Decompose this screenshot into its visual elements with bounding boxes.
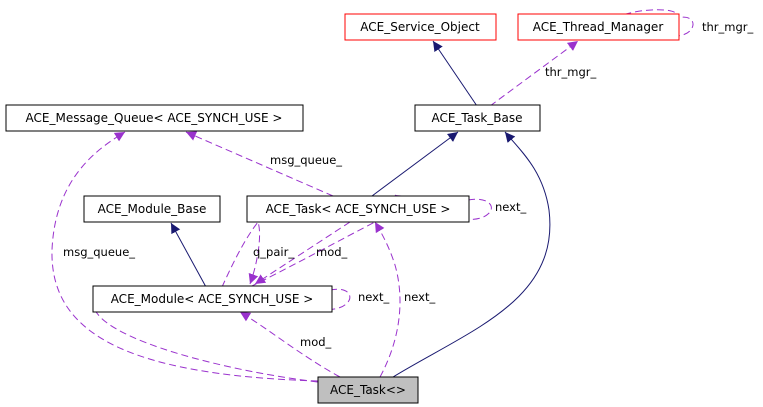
node-message-queue-label: ACE_Message_Queue< ACE_SYNCH_USE > (26, 111, 283, 125)
node-task-synch[interactable]: ACE_Task< ACE_SYNCH_USE > (246, 195, 470, 223)
edge-qpair (221, 220, 261, 288)
label-next-tasksynch: next_ (495, 200, 526, 214)
edge-mod-taskroot (239, 311, 341, 378)
edge-thrmgr-taskbase (489, 40, 579, 107)
label-thrmgr-taskbase: thr_mgr_ (545, 65, 597, 79)
label-msgqueue-root: msg_queue_ (63, 245, 135, 259)
node-service-object-label: ACE_Service_Object (360, 20, 480, 34)
label-thrmgr-self: thr_mgr_ (702, 20, 754, 34)
edge-taskroot-to-taskbase (392, 131, 551, 378)
node-task-synch-label: ACE_Task< ACE_SYNCH_USE > (266, 202, 451, 216)
usage-edges (51, 9, 694, 383)
node-task-base-label: ACE_Task_Base (431, 111, 522, 125)
node-thread-manager-label: ACE_Thread_Manager (533, 20, 664, 34)
label-next-root: next_ (404, 290, 435, 304)
inheritance-edges (170, 40, 551, 378)
edge-mod-module-task (249, 221, 376, 288)
edge-module-to-root (94, 309, 319, 383)
node-module-synch-label: ACE_Module< ACE_SYNCH_USE > (111, 292, 314, 306)
node-task-base[interactable]: ACE_Task_Base (414, 104, 541, 132)
edge-tasksynch-to-taskbase (371, 131, 459, 197)
label-mod-root: mod_ (300, 335, 332, 349)
edge-msgqueue-tasksynch (185, 131, 334, 197)
node-task-root-label: ACE_Task<> (330, 383, 406, 397)
edge-mod-module-task-arrow (254, 221, 351, 285)
edge-taskbase-to-serviceobject (432, 40, 478, 107)
node-task-root[interactable]: ACE_Task<> (317, 376, 419, 404)
label-qpair: q_pair_ (253, 245, 294, 259)
label-mod-task: mod_ (316, 245, 348, 259)
edge-next-tasksynch-loop (394, 194, 492, 221)
node-message-queue[interactable]: ACE_Message_Queue< ACE_SYNCH_USE > (5, 104, 304, 132)
node-module-base[interactable]: ACE_Module_Base (83, 195, 221, 223)
node-module-base-label: ACE_Module_Base (98, 202, 207, 216)
label-next-module: next_ (358, 290, 389, 304)
edge-modulesynch-to-modulebase (170, 222, 207, 288)
node-module-synch[interactable]: ACE_Module< ACE_SYNCH_USE > (92, 285, 333, 313)
edge-msgqueue-taskroot (51, 131, 319, 382)
edge-labels: thr_mgr_ thr_mgr_ msg_queue_ next_ msg_q… (63, 20, 754, 349)
label-msgqueue-task: msg_queue_ (270, 153, 342, 167)
node-service-object[interactable]: ACE_Service_Object (344, 13, 497, 41)
node-thread-manager[interactable]: ACE_Thread_Manager (517, 13, 680, 41)
edge-next-taskroot (374, 221, 401, 378)
